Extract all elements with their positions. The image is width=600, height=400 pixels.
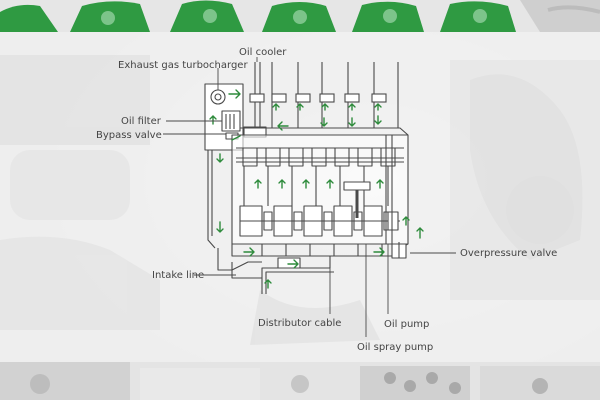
oil-filter — [221, 110, 241, 132]
valve-head-1 — [249, 93, 265, 103]
engine-bottom-strip — [0, 362, 600, 400]
label-oil-filter: Oil filter — [121, 116, 162, 127]
flow-arrow-up — [402, 216, 410, 226]
label-intake-line: Intake line — [152, 270, 204, 281]
flow-arrow-down — [320, 117, 328, 127]
diagram-labels: Oil cooler Exhaust gas turbocharger Oil … — [96, 47, 557, 353]
valve-head-3 — [295, 93, 311, 103]
flow-arrow-right — [287, 259, 299, 269]
engine-ghost-shapes — [0, 55, 600, 345]
flow-arrow-up — [374, 103, 382, 111]
flow-arrow-down — [216, 221, 224, 233]
flow-arrow-up — [278, 179, 286, 189]
valve-head-4 — [319, 93, 335, 103]
flow-arrow-up — [209, 115, 217, 125]
valve-heads-row — [249, 93, 387, 103]
sump-openings — [261, 244, 383, 256]
valve-head-6 — [371, 93, 387, 103]
cylinder-walls — [243, 166, 389, 206]
label-overpressure-valve: Overpressure valve — [460, 248, 557, 259]
flow-arrow-left — [277, 121, 289, 131]
flow-arrow-down — [348, 117, 356, 127]
valve-head-5 — [344, 93, 360, 103]
label-turbocharger: Exhaust gas turbocharger — [118, 60, 248, 71]
flow-arrow-down — [374, 115, 382, 125]
label-oil-pump: Oil pump — [384, 319, 429, 330]
oil-pan — [231, 211, 409, 259]
label-oil-cooler: Oil cooler — [239, 47, 287, 58]
label-oil-spray-pump: Oil spray pump — [357, 342, 433, 353]
flow-arrow-down — [216, 153, 224, 163]
pump-supply-lines — [385, 135, 393, 244]
flow-arrow-up — [296, 103, 304, 111]
flow-arrow-up — [254, 179, 262, 189]
flow-arrow-up — [272, 103, 280, 111]
label-bypass-valve: Bypass valve — [96, 130, 162, 141]
oil-flow-arrows — [209, 89, 424, 289]
green-valve-covers — [0, 0, 600, 32]
label-distributor-cable: Distributor cable — [258, 318, 341, 329]
flow-arrow-up — [416, 227, 424, 239]
left-supply-pipe — [207, 150, 216, 249]
flow-arrow-up — [348, 103, 356, 111]
flow-arrow-up — [302, 179, 310, 189]
flow-arrow-right — [243, 247, 255, 257]
engine-schematic — [204, 62, 409, 294]
label-leaders — [163, 57, 456, 337]
flow-arrow-up — [321, 103, 329, 111]
return-line — [217, 248, 262, 279]
flow-arrow-right — [373, 247, 385, 257]
valve-head-2 — [271, 93, 287, 103]
flow-arrow-right — [228, 89, 241, 99]
flow-arrow-diag — [231, 135, 241, 141]
flow-arrow-up — [376, 179, 384, 189]
piston — [343, 181, 371, 218]
flow-arrow-up — [326, 179, 334, 189]
flow-arrow-up — [264, 279, 272, 289]
